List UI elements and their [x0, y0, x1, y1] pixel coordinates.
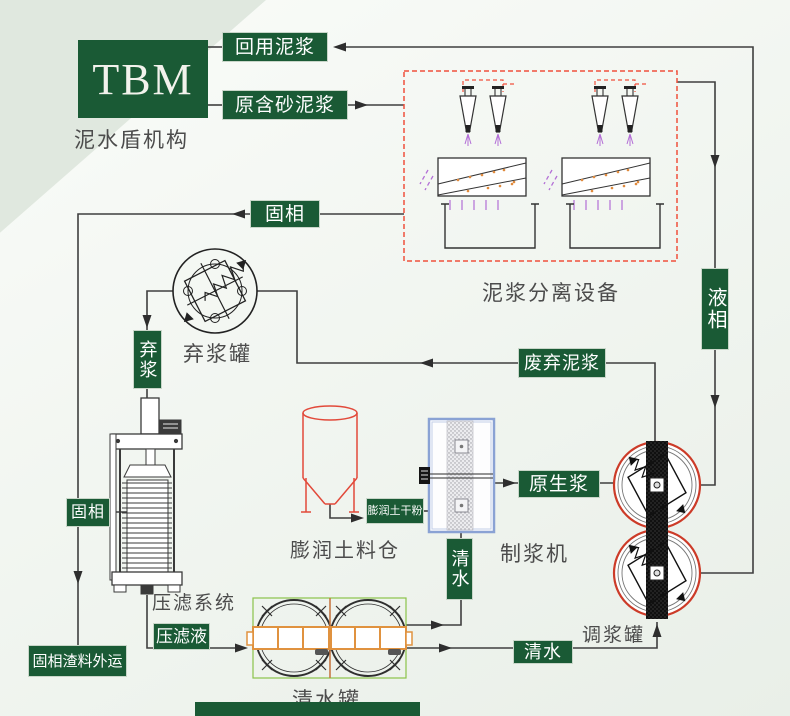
line-silo-out [329, 504, 352, 519]
label-clean-water-horizontal: 清水 [513, 640, 573, 664]
hydrocyclone-icon [621, 85, 639, 147]
label-bentonite-powder: 膨润土干粉 [366, 498, 424, 524]
line-waste-slurry [257, 290, 656, 442]
arrow-down-icon [710, 155, 720, 168]
clean-water-tank-drawing [246, 597, 413, 679]
label-clean-water-vertical: 清水 [446, 538, 473, 600]
label-solid-residue-out: 固相渣料外运 [28, 645, 127, 677]
arrow-right-icon [351, 513, 364, 523]
tank-walkway-band [646, 441, 668, 619]
flow-arrows [73, 42, 720, 653]
label-waste-slurry: 废弃泥浆 [518, 348, 606, 378]
arrow-right-icon [503, 478, 516, 488]
arrow-left-icon [232, 209, 245, 219]
arrow-right-icon [235, 643, 248, 653]
waste-tank-drawing [172, 248, 258, 334]
caption-tbm-unit: 泥水盾机构 [74, 129, 189, 152]
arrow-left-icon [420, 358, 433, 368]
vibrating-screen-icon [543, 157, 651, 211]
hydrocyclone-icon [459, 85, 477, 147]
label-raw-slurry: 原生浆 [518, 470, 600, 498]
caption-separation-equipment: 泥浆分离设备 [482, 282, 620, 305]
arrow-left-icon [333, 42, 346, 52]
caption-filter-press: 压滤系统 [152, 593, 237, 614]
vibrating-screen-icon [419, 157, 527, 211]
arrow-right-icon [355, 100, 368, 110]
bentonite-silo-drawing [301, 405, 359, 513]
label-recycled-slurry: 回用泥浆 [222, 32, 328, 62]
filter-press-drawing [109, 397, 183, 595]
label-filtrate: 压滤液 [153, 623, 210, 650]
arrow-down-icon [73, 571, 83, 584]
hydrocyclone-icon [591, 85, 609, 147]
collection-tank-icon [566, 203, 664, 249]
caption-bentonite-silo: 膨润土料仓 [290, 540, 400, 562]
adjusting-tanks-drawing [612, 440, 702, 619]
label-liquid-phase: 液相 [701, 268, 729, 350]
line-return-slurry [336, 46, 754, 574]
hydrocyclone-icon [489, 85, 507, 147]
arrow-up-icon [652, 624, 662, 637]
arrow-down-icon [710, 395, 720, 408]
arrow-right-icon [431, 620, 444, 630]
line-wastetank-out [146, 290, 173, 330]
label-waste: 弃浆 [133, 330, 162, 389]
arrow-down-icon [142, 315, 152, 328]
caption-adjusting-tank: 调浆罐 [582, 625, 646, 646]
label-sandy-slurry: 原含砂泥浆 [222, 90, 348, 120]
arrow-right-icon [439, 643, 452, 653]
separation-dashed-box [403, 70, 678, 262]
bottom-accent-bar [195, 702, 420, 716]
label-solid-phase-top: 固相 [250, 200, 320, 228]
separation-equipment-drawing [403, 70, 678, 262]
caption-waste-tank: 弃浆罐 [183, 343, 252, 366]
collection-tank-icon [441, 203, 539, 249]
tbm-text: TBM [92, 54, 194, 104]
slurry-mixer-drawing [419, 417, 496, 534]
tbm-box: TBM [78, 40, 208, 118]
caption-slurry-mixer: 制浆机 [500, 543, 569, 566]
label-solid-phase-left: 固相 [66, 498, 110, 527]
